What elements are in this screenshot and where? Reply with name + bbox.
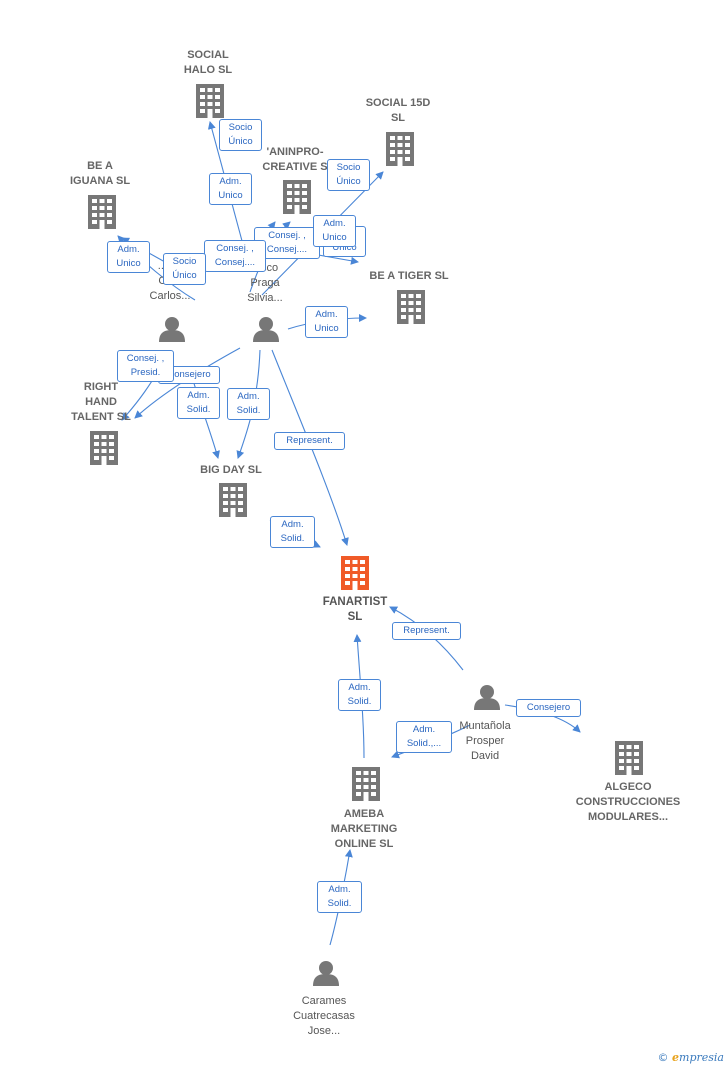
edge-label: Consej. , Presid. [117, 350, 174, 382]
building-icon[interactable] [219, 483, 247, 517]
company-label-be-a-iguana[interactable]: BE A IGUANA SL [69, 160, 131, 187]
edge-label: Adm. Solid. [270, 516, 315, 548]
edge-label: Adm. Unico [313, 215, 356, 247]
company-label-big-day[interactable]: BIG DAY SL [200, 464, 262, 476]
edge-label: Represent. [392, 622, 461, 640]
copyright-icon: © [657, 1051, 669, 1064]
edge-label: Adm. Solid. [227, 388, 270, 420]
edge-label: Consejero [516, 699, 581, 717]
edge-label: Socio Único [219, 119, 262, 151]
building-icon[interactable] [352, 767, 380, 801]
building-icon[interactable] [196, 84, 224, 118]
brand-logo[interactable]: © empresia [658, 1051, 724, 1064]
company-label-algeco[interactable]: ALGECO CONSTRUCCIONES MODULARES... [575, 781, 681, 823]
brand-name: mpresia [679, 1051, 724, 1064]
person-label-muntanola[interactable]: Muntañola Prosper David [459, 720, 511, 762]
company-label-social-15d[interactable]: SOCIAL 15D SL [365, 97, 431, 124]
edge-label: Adm. Unico [305, 306, 348, 338]
building-icon[interactable] [386, 132, 414, 166]
company-label-fanartist[interactable]: FANARTIST SL [322, 596, 388, 623]
company-label-be-a-tiger[interactable]: BE A TIGER SL [369, 270, 449, 282]
building-icon[interactable] [88, 195, 116, 229]
brand-initial: e [672, 1051, 680, 1064]
building-icon[interactable] [283, 180, 311, 214]
building-icon[interactable] [397, 290, 425, 324]
person-icon[interactable] [159, 317, 185, 342]
edge-label: Adm. Unico [107, 241, 150, 273]
person-icon[interactable] [253, 317, 279, 342]
building-icon[interactable] [615, 741, 643, 775]
edge-label: Adm. Solid. [338, 679, 381, 711]
building-icon[interactable] [90, 431, 118, 465]
person-icon[interactable] [474, 685, 500, 710]
edge-line [271, 349, 349, 546]
focus-building-icon[interactable] [341, 556, 369, 590]
edge-label: Represent. [274, 432, 345, 450]
edge-label: Socio Único [163, 253, 206, 285]
person-icon[interactable] [313, 961, 339, 986]
company-label-ameba[interactable]: AMEBA MARKETING ONLINE SL [330, 808, 398, 850]
edge-label: Socio Único [327, 159, 370, 191]
company-label-right-hand[interactable]: RIGHT HAND TALENT SL [71, 381, 131, 423]
edge-label: Adm. Solid. [177, 387, 220, 419]
company-label-social-halo[interactable]: SOCIAL HALO SL [183, 49, 233, 76]
edge-label: Adm. Unico [209, 173, 252, 205]
company-label-aninpro[interactable]: 'ANINPRO- CREATIVE S [262, 146, 328, 173]
edge-label: Adm. Solid. [317, 881, 362, 913]
edge-label: Adm. Solid.,... [396, 721, 452, 753]
edge-label: Consej. , Consej.... [204, 240, 266, 272]
person-label-carames[interactable]: Carames Cuatrecasas Jose... [293, 995, 355, 1037]
